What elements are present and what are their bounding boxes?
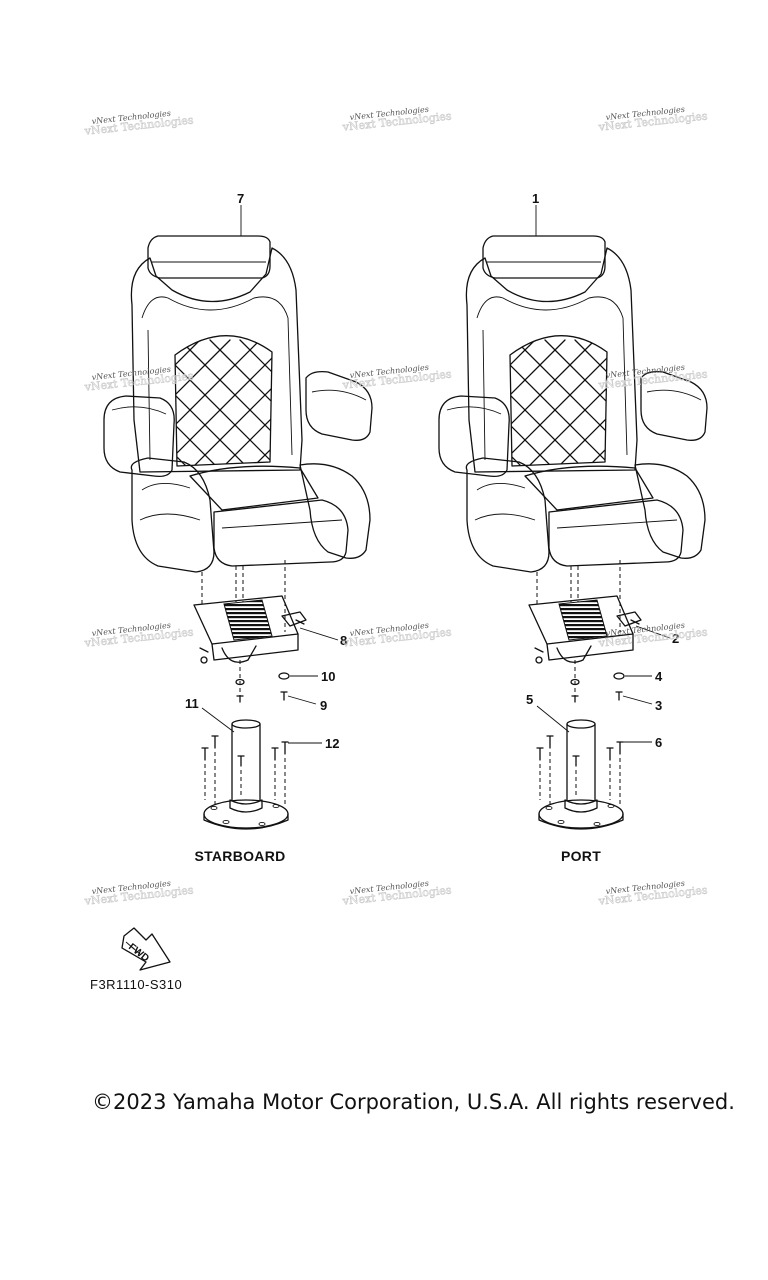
starboard-quilt-pattern	[175, 339, 272, 466]
callout-12: 12	[325, 736, 339, 751]
callout-2: 2	[672, 631, 679, 646]
port-quilt-pattern	[510, 339, 607, 466]
callout-11: 11	[185, 696, 199, 711]
callout-6: 6	[655, 735, 662, 750]
port-headrest	[482, 235, 606, 279]
callout-10: 10	[321, 669, 335, 684]
port-seat-assembly	[438, 235, 708, 830]
port-seat-back	[465, 247, 638, 473]
fwd-arrow: FWD	[121, 927, 171, 971]
watermark: vNext Technologies vNext Technologies	[597, 621, 709, 650]
fwd-arrow-text: FWD	[126, 942, 151, 965]
watermark: vNext Technologies vNext Technologies	[83, 879, 195, 908]
watermark: vNext Technologies vNext Technologies	[341, 363, 453, 392]
callout-3: 3	[655, 698, 662, 713]
starboard-seat-cushion	[189, 465, 319, 511]
callout-1: 1	[532, 191, 539, 206]
copyright-notice: ©2023 Yamaha Motor Corporation, U.S.A. A…	[92, 1090, 735, 1114]
port-right-armrest	[640, 370, 708, 441]
port-seat-cushion	[524, 465, 654, 511]
port-label: PORT	[561, 848, 601, 864]
starboard-label: STARBOARD	[194, 848, 285, 864]
watermark: vNext Technologies vNext Technologies	[83, 621, 195, 650]
starboard-seat-assembly	[103, 235, 373, 830]
callout-5: 5	[526, 692, 533, 707]
callout-8: 8	[340, 633, 347, 648]
watermark: vNext Technologies vNext Technologies	[341, 621, 453, 650]
callout-7: 7	[237, 191, 244, 206]
watermark: vNext Technologies vNext Technologies	[597, 363, 709, 392]
callout-4: 4	[655, 669, 663, 684]
diagram-code: F3R1110-S310	[90, 977, 182, 992]
starboard-left-armrest	[103, 395, 175, 478]
watermark: vNext Technologies vNext Technologies	[597, 105, 709, 134]
starboard-swivel-mount	[193, 595, 307, 664]
starboard-right-armrest	[305, 370, 373, 441]
callouts: 7 1 8 10 9 11 12 2 4 3 5 6	[185, 191, 679, 751]
port-left-armrest	[438, 395, 510, 478]
starboard-seat-back	[130, 247, 303, 473]
callout-9: 9	[320, 698, 327, 713]
watermark: vNext Technologies vNext Technologies	[341, 105, 453, 134]
watermark: vNext Technologies vNext Technologies	[597, 879, 709, 908]
starboard-headrest	[147, 235, 271, 279]
watermark: vNext Technologies vNext Technologies	[83, 109, 195, 138]
watermark: vNext Technologies vNext Technologies	[341, 879, 453, 908]
port-pedestal	[538, 719, 624, 830]
port-swivel-mount	[528, 595, 642, 664]
starboard-pedestal	[203, 719, 289, 830]
